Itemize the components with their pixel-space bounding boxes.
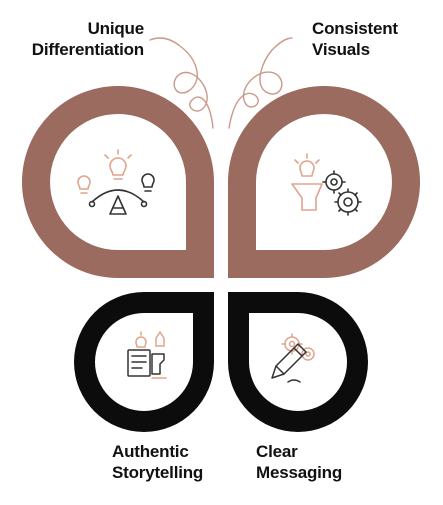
label-clear-messaging: Clear Messaging bbox=[256, 441, 406, 483]
label-line-1: Clear bbox=[256, 442, 298, 461]
label-line-1: Unique bbox=[87, 19, 145, 38]
pencil-gears-icon bbox=[271, 333, 315, 383]
label-line-1: Authentic bbox=[112, 442, 189, 461]
label-line-2: Messaging bbox=[256, 463, 343, 482]
antennae bbox=[149, 37, 293, 129]
bottom-left-wing bbox=[74, 292, 214, 432]
label-line-2: Storytelling bbox=[112, 463, 204, 482]
label-consistent-visuals: Consistent Visuals bbox=[312, 18, 442, 60]
lightbulbs-ideas-icon bbox=[77, 149, 155, 215]
label-authentic-storytelling: Authentic Storytelling bbox=[112, 441, 262, 483]
top-left-wing bbox=[22, 86, 214, 278]
label-line-2: Differentiation bbox=[31, 40, 144, 59]
label-line-1: Consistent bbox=[312, 19, 398, 38]
top-right-wing bbox=[228, 86, 420, 278]
storyteller-presentation-icon bbox=[127, 331, 167, 379]
right-antenna bbox=[228, 37, 293, 129]
head-gears-idea-icon bbox=[291, 153, 362, 216]
label-unique-differentiation: Unique Differentiation bbox=[6, 18, 144, 60]
left-antenna bbox=[149, 37, 214, 129]
label-line-2: Visuals bbox=[312, 40, 370, 59]
bottom-right-wing bbox=[228, 292, 368, 432]
